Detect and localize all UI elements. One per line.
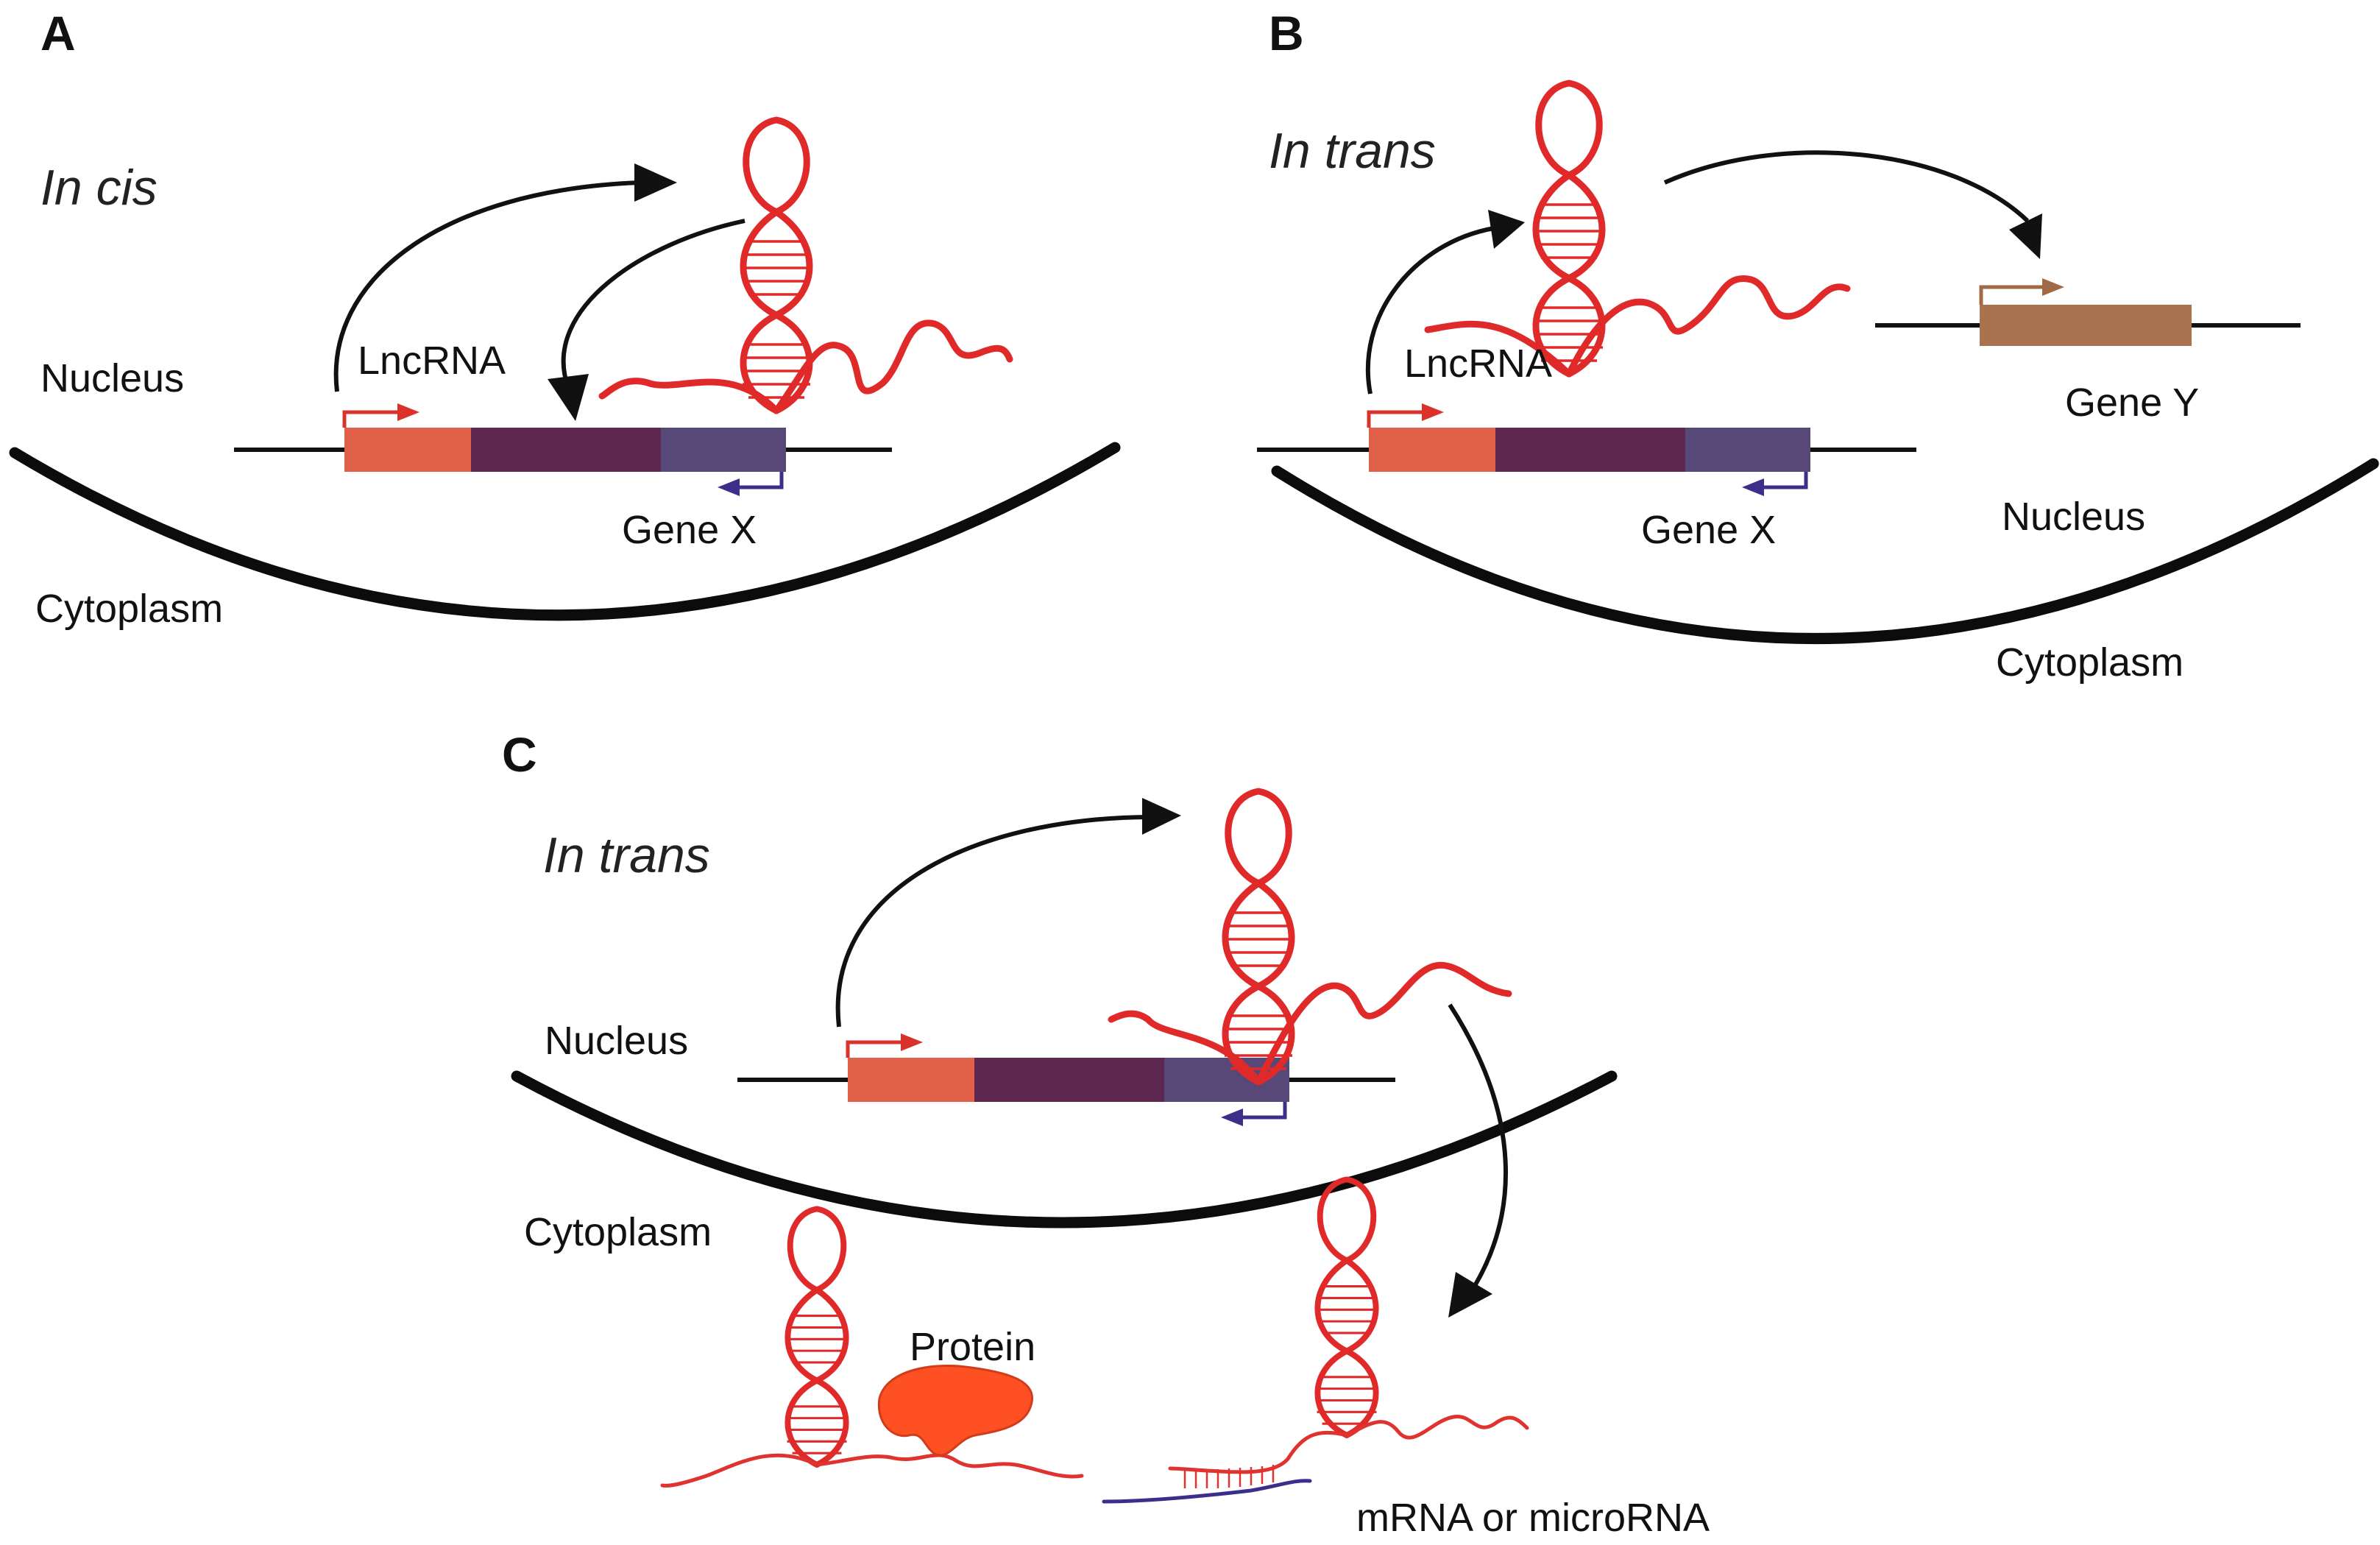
panel-c-export-arrow [1448, 1003, 1508, 1318]
panel-b-lncrna-segment [1369, 428, 1495, 472]
panel-b-gene-x-segment [1685, 428, 1810, 472]
panel-a-lncrna-segment [344, 428, 471, 472]
panel-c-target-label: mRNA or microRNA [1356, 1496, 1710, 1540]
panel-b-lncrna-molecule [1424, 83, 1851, 378]
panel-a-forward-promoter-arrow [342, 403, 419, 428]
panel-b-lncrna-label: LncRNA [1404, 342, 1552, 386]
panel-c-gene-body [974, 1058, 1164, 1102]
panel-c-protein-label: Protein [910, 1325, 1035, 1369]
panel-b-gene-y-label: Gene Y [2065, 381, 2199, 425]
panel-b-cytoplasm-label: Cytoplasm [1996, 640, 2184, 685]
panel-c-transcription-arrow [835, 798, 1181, 1028]
panel-a-letter: A [40, 6, 76, 60]
panel-b-forward-promoter-arrow [1367, 403, 1444, 428]
panel-c-nucleus-label: Nucleus [545, 1019, 688, 1063]
panel-b-gene-body [1495, 428, 1685, 472]
panel-b-letter: B [1269, 6, 1304, 60]
panel-b-trans-arrow [1663, 150, 2042, 259]
panel-c-cytoplasm-label: Cytoplasm [524, 1210, 712, 1254]
panel-c-forward-promoter-arrow [846, 1033, 923, 1058]
panel-b-mode-label: In trans [1269, 123, 1436, 179]
panel-c-nuclear-membrane [511, 1070, 1618, 1228]
panel-c-protein-blob [877, 1364, 1033, 1457]
panel-c-rna-bound-lncrna [1168, 1179, 1529, 1488]
panel-c-reverse-promoter-arrow [1221, 1102, 1287, 1126]
panel-c-target-rna-strand [1102, 1479, 1312, 1504]
panel-a-cis-return-arrow [548, 219, 745, 421]
panel-c-protein-bound-lncrna [660, 1209, 1084, 1488]
panel-a-mode-label: In cis [40, 160, 157, 216]
panel-a: A In cis Nucleus Cytoplasm [9, 6, 1121, 631]
panel-b-transcription-arrow [1365, 210, 1525, 395]
panel-b-gene-x-label: Gene X [1641, 508, 1776, 552]
panel-a-cytoplasm-label: Cytoplasm [35, 587, 223, 631]
panel-b-gene-y-promoter-arrow [1979, 278, 2064, 305]
panel-b-nuclear-membrane [1271, 458, 2379, 644]
panel-c: C In trans Nucleus Cytoplasm [502, 727, 1710, 1540]
panel-c-lncrna-molecule [1108, 791, 1512, 1086]
panel-c-mode-label: In trans [543, 827, 710, 883]
panel-b: B In trans Nucleus Cytoplasm [1257, 6, 2379, 685]
panel-c-letter: C [502, 727, 537, 782]
panel-c-lncrna-segment [848, 1058, 974, 1102]
panel-a-lncrna-molecule [598, 120, 1013, 414]
panel-a-nucleus-label: Nucleus [40, 356, 184, 400]
panel-b-gene-y-block [1980, 305, 2192, 346]
panel-a-transcription-arrow [333, 163, 677, 392]
panel-a-gene-x-segment [661, 428, 786, 472]
panel-a-reverse-promoter-arrow [718, 472, 784, 496]
panel-a-gene-body [471, 428, 661, 472]
panel-b-nucleus-label: Nucleus [2002, 495, 2145, 539]
panel-a-lncrna-label: LncRNA [358, 339, 506, 383]
panel-b-reverse-promoter-arrow [1742, 472, 1808, 496]
panel-a-gene-x-label: Gene X [622, 508, 757, 552]
panel-a-nuclear-membrane [9, 442, 1121, 621]
